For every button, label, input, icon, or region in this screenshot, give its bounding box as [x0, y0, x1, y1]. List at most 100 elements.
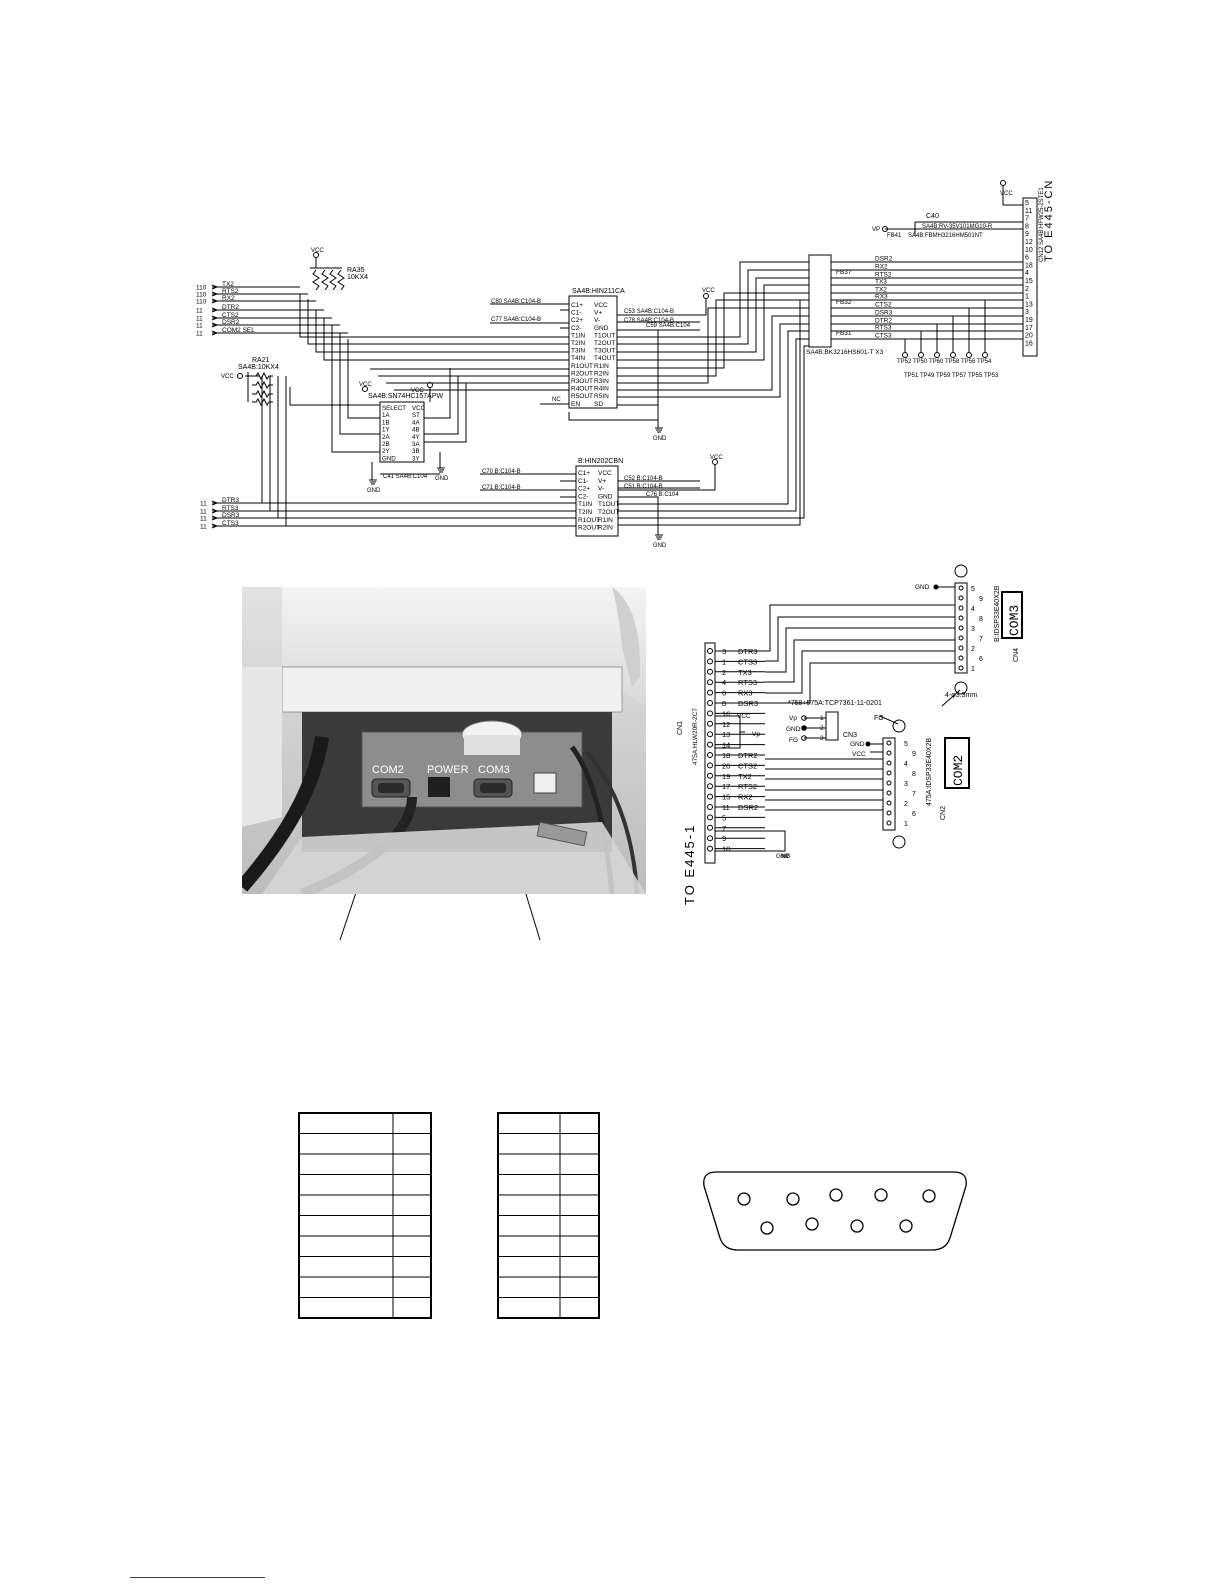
fb-label: FB31 — [836, 330, 852, 337]
cn1-pin-circle — [707, 793, 713, 800]
ic36-pin-left: 2B — [382, 441, 390, 448]
ic39-pin-right: R3IN — [594, 378, 609, 385]
cn1-pin-number: 7 — [722, 824, 726, 833]
left-input-arrow — [211, 330, 219, 336]
ra35-value: 10KX4 — [347, 274, 368, 281]
cn1-pin-signal: RTS2 — [738, 782, 757, 791]
tp-bottom-label: TP49 — [920, 373, 935, 379]
ic36-label: SA4B:SN74HC157APW — [368, 393, 443, 400]
ic39-cap-label: C53 SA4B:C104-B — [624, 309, 674, 315]
ic36-pin-left: 2Y — [382, 448, 390, 455]
gnd-cn1: GND — [776, 853, 791, 860]
cn1-pin-number: 14 — [722, 741, 730, 750]
cn4-pin-circle — [958, 585, 964, 591]
cn12-pin-6: 6 — [1025, 255, 1029, 262]
cn2-pin-circle — [886, 770, 892, 776]
cn1-pin-circle — [707, 814, 713, 821]
cn12-pin-7: 7 — [1025, 216, 1029, 223]
left-input-name: DTR2 — [222, 304, 239, 311]
cn1-pin-number: 15 — [722, 793, 730, 802]
ic39-pin-right: T3OUT — [594, 348, 615, 355]
cn1-pin-circle — [707, 804, 713, 810]
cn1-pin-circle — [707, 700, 713, 706]
tp-bottom-label: TP55 — [968, 373, 983, 379]
cn12-connector — [1022, 197, 1038, 357]
cn1-part: 475A:HLW20R-2C7 — [692, 708, 699, 765]
bottom-input-name: CTS3 — [222, 520, 239, 527]
ic39-pin-right: T1OUT — [594, 332, 615, 339]
vcc-ic36b: VCC — [411, 388, 424, 394]
cn4-pins — [958, 585, 964, 671]
tp-top-label: TP52 — [897, 359, 912, 365]
header-to-e445-cn: TO E445-CN — [1043, 179, 1055, 262]
test-points — [902, 352, 988, 358]
ic39-pin-left: T1IN — [571, 332, 585, 339]
bus-signal-label: RTS3 — [875, 325, 892, 332]
cn1-pin-number: 1 — [722, 657, 726, 666]
cn1-pin-circle — [707, 783, 713, 790]
ic39-pin-right: SD — [594, 401, 603, 408]
cn1-pin-number: 11 — [722, 803, 730, 812]
cn4-pin-number: 3 — [971, 626, 975, 633]
cn2-pin-number: 8 — [912, 771, 916, 778]
vcc-ra21: VCC — [221, 374, 234, 380]
ic39-cap-label: C77 SA4B:C104-B — [491, 317, 541, 323]
ic39-pin-right: V- — [594, 317, 600, 324]
ic39-pin-right: VCC — [594, 302, 608, 309]
cn1-pin-number: 2 — [722, 668, 726, 677]
cn2-label: CN2 — [940, 806, 947, 820]
cn1-pin-circle — [707, 668, 713, 675]
ic39-pin-left: C2+ — [571, 317, 583, 324]
ic36-pin-left: 1Y — [382, 427, 390, 434]
ic39-pin-left: EN — [571, 401, 580, 408]
ic36-pin-right: ST — [412, 412, 420, 419]
ra21-value: SA4B:10KX4 — [238, 364, 279, 371]
screw-note: *758+575A:TCP7361-11-0201 — [788, 700, 882, 707]
cn2-pin-number: 7 — [912, 791, 916, 798]
cn1-pin-number: 18 — [722, 751, 730, 760]
cn12-label: CN12 SA4B:HFW25-2STE1 — [1039, 187, 1045, 262]
cn1-pin-number: 12 — [722, 720, 730, 729]
cn1-rows — [707, 648, 765, 852]
cn4-pin-number: 1 — [971, 666, 975, 673]
ferrite-label: SA4B:BK3216HS601-T X3 — [806, 349, 884, 356]
cn1-pin-signal: TX2 — [738, 772, 752, 781]
bus-signal-label: CTS2 — [875, 302, 892, 309]
ferrite-array — [808, 254, 832, 348]
db9-pin — [874, 1188, 888, 1202]
printer-rear-photo: COM2 POWER COM3 — [242, 587, 646, 894]
ra35-name: RA35 — [347, 267, 365, 274]
ic40-pin-right: V+ — [598, 478, 606, 485]
bottom-input-name: DSR3 — [222, 512, 240, 519]
tp-bottom-label: TP53 — [984, 373, 999, 379]
ic39-pin-left: T3IN — [571, 348, 585, 355]
cn1-pin-signal: CTS2 — [738, 761, 757, 770]
ic39-pin-right: T4OUT — [594, 355, 615, 362]
cn2-pin-circle — [886, 820, 892, 826]
ic39-pin-left: C2- — [571, 325, 581, 332]
cn2-pin-number: 6 — [912, 811, 916, 818]
test-point — [982, 352, 988, 358]
ic39-pin-left: R2OUT — [571, 370, 593, 377]
left-input-name: CTS2 — [222, 312, 239, 319]
ic36-chip — [379, 401, 425, 463]
cn1-pin-number: 5 — [722, 813, 726, 822]
cn1-pin-number: 3 — [722, 647, 726, 656]
ic40-pin-right: T1OUT — [598, 501, 619, 508]
cn1-pin-number: 4 — [722, 678, 726, 687]
cn2-pin-circle — [886, 790, 892, 796]
com2-text: COM2 — [951, 755, 966, 786]
ra21-resistors — [245, 371, 273, 407]
ic40-cap-label: C51 B:C104-B — [624, 484, 663, 490]
cn2-pin-circle — [886, 810, 892, 816]
fb41-label: FB41 — [887, 233, 902, 239]
cn12-pin-18: 18 — [1025, 262, 1033, 269]
bus-signal-label: DSR2 — [875, 256, 893, 263]
cn4-pin-circle — [958, 655, 964, 661]
cn12-pin-3: 3 — [1025, 309, 1029, 316]
bottom-input-tag: 11 — [200, 509, 207, 516]
ic40-pin-left: C1- — [578, 478, 588, 485]
vcc-cn2: VCC — [852, 751, 866, 758]
cn1-pin-number: 10 — [722, 845, 730, 854]
